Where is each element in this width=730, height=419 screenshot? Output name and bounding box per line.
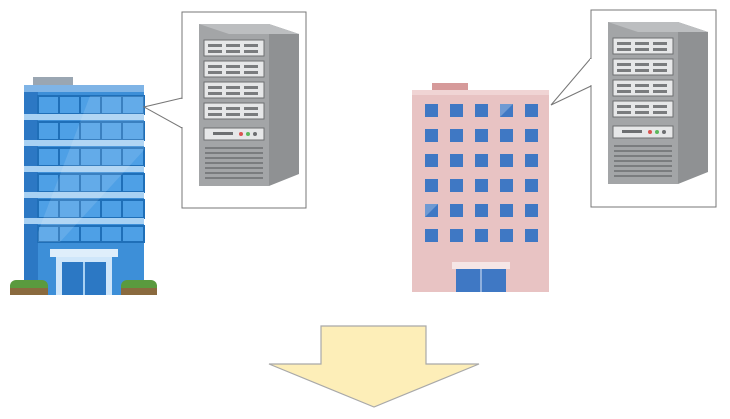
office-building-icon [412,83,549,292]
arrow-down-icon [268,325,480,408]
server-callout-right [550,9,717,208]
server-tower-icon [198,23,300,187]
server-tower-icon [607,21,709,185]
office-building-icon [10,77,157,295]
server-callout-left [142,11,307,209]
